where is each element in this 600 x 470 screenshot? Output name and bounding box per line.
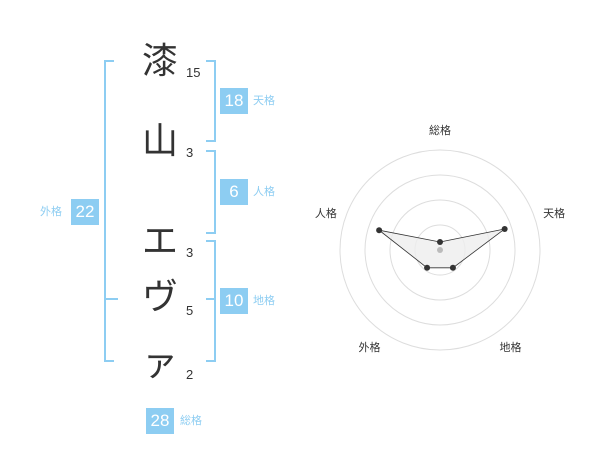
radar-axis-label-4: 外格 — [358, 340, 380, 354]
tenkaku-bracket — [206, 60, 216, 142]
radar-axis-label-3: 地格 — [500, 340, 522, 354]
chikaku-value: 10 — [220, 288, 248, 314]
soukaku-label: 総格 — [180, 414, 202, 427]
radar-point-3 — [449, 264, 456, 271]
name-char-3: エ — [141, 221, 178, 262]
name-char-2: 山 — [141, 121, 178, 162]
radar-point-1 — [437, 239, 443, 245]
gaikaku-bracket — [104, 60, 114, 362]
soukaku-value: 28 — [146, 408, 174, 434]
stroke-count-5: 2 — [186, 367, 194, 382]
radar-grid-ring-2 — [389, 199, 491, 301]
radar-axis-label-2: 天格 — [543, 206, 565, 220]
jinkaku-label: 人格 — [253, 185, 275, 198]
chikaku-tick — [206, 298, 216, 300]
name-char-4: ヴ — [141, 277, 178, 318]
jinkaku-bracket — [206, 150, 216, 234]
gaikaku-tick — [104, 298, 118, 300]
gaikaku-label: 外格 — [40, 205, 62, 218]
radar-point-2 — [501, 225, 508, 232]
stroke-count-2: 3 — [186, 145, 194, 160]
name-char-5: ァ — [141, 343, 178, 384]
tenkaku-label: 天格 — [253, 94, 275, 107]
radar-axis-label-5: 人格 — [315, 206, 337, 220]
chikaku-label: 地格 — [253, 294, 275, 307]
chikaku-bracket — [206, 240, 216, 362]
radar-point-4 — [424, 264, 431, 271]
radar-point-5 — [376, 227, 383, 234]
radar-axis-label-1: 総格 — [429, 123, 451, 137]
name-char-1: 漆 — [141, 41, 178, 82]
stroke-count-3: 3 — [186, 245, 194, 260]
radar-center-dot — [437, 247, 443, 253]
radar-grid-ring-3 — [364, 174, 516, 326]
stroke-count-1: 15 — [186, 65, 201, 80]
stroke-count-4: 5 — [186, 303, 194, 318]
gaikaku-value: 22 — [71, 199, 99, 225]
radar-grid-ring-4 — [339, 149, 541, 351]
tenkaku-value: 18 — [220, 88, 248, 114]
jinkaku-value: 6 — [220, 179, 248, 205]
